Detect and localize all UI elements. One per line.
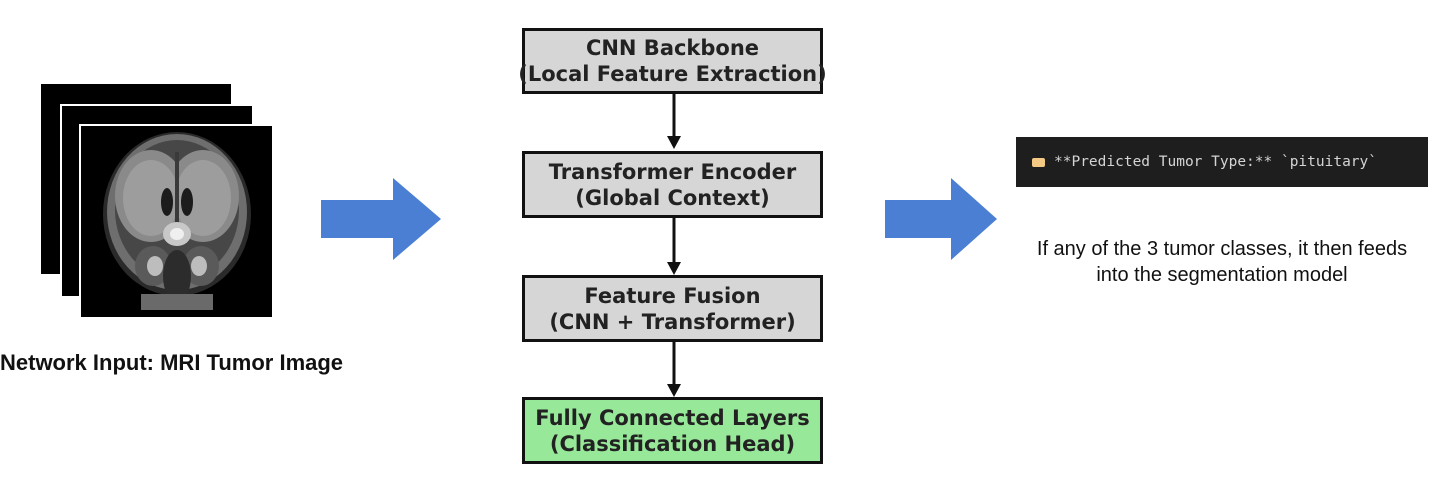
box-title: CNN Backbone	[585, 36, 760, 60]
arrow-right-icon	[885, 178, 997, 260]
prediction-text: **Predicted Tumor Type:** `pituitary`	[1054, 154, 1378, 170]
arrow-down-icon	[667, 94, 681, 149]
input-caption: Network Input: MRI Tumor Image	[0, 350, 344, 375]
transformer-encoder-box: Transformer Encoder (Global Context)	[522, 151, 823, 218]
cnn-backbone-box: CNN Backbone (Local Feature Extraction)	[518, 28, 827, 94]
arrow-down-icon	[667, 342, 681, 397]
box-subtitle: (CNN + Transformer)	[549, 309, 796, 334]
mri-slice-front	[79, 124, 272, 317]
arrow-down-icon	[667, 218, 681, 275]
prediction-output: **Predicted Tumor Type:** `pituitary`	[1016, 137, 1428, 187]
box-subtitle: (Classification Head)	[549, 431, 796, 456]
fully-connected-layers-box: Fully Connected Layers (Classification H…	[522, 397, 823, 464]
arrow-right-icon	[321, 178, 441, 260]
box-title: Fully Connected Layers	[535, 405, 810, 430]
segmentation-note: If any of the 3 tumor classes, it then f…	[1036, 238, 1408, 286]
mri-brain-image	[81, 126, 272, 317]
box-subtitle: (Global Context)	[575, 185, 770, 210]
box-title: Transformer Encoder	[548, 159, 797, 184]
box-subtitle: (Local Feature Extraction)	[518, 62, 827, 86]
box-title: Feature Fusion	[584, 283, 761, 308]
feature-fusion-box: Feature Fusion (CNN + Transformer)	[522, 275, 823, 342]
label-tag-icon	[1032, 157, 1045, 167]
